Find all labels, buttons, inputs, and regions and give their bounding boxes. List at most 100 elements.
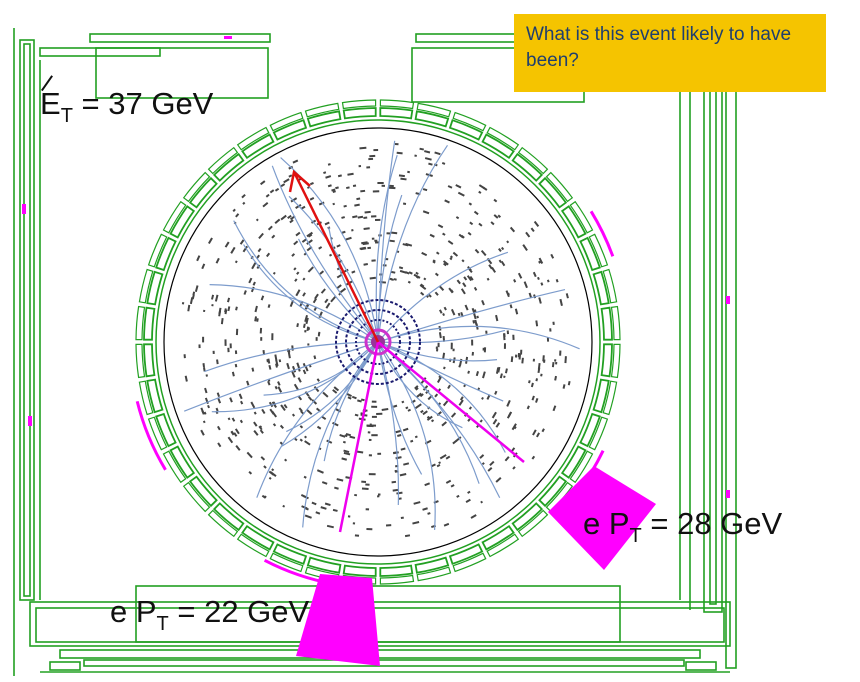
tracker-hit [299,438,303,442]
tracker-hit [371,415,377,418]
tracker-hit [207,237,213,244]
tracker-hit [455,184,462,189]
tracker-hit [410,439,414,443]
calo-segment [592,270,610,306]
tracker-hit [347,515,351,518]
tracker-hit [501,246,505,251]
tracker-hit [458,233,464,239]
tracker-hit [202,336,205,343]
tracker-hit [428,294,432,298]
tracker-hit [365,483,370,486]
calo-segment [236,533,270,558]
tracker-hit [278,359,282,363]
tracker-hit [253,411,257,415]
calo-segment [379,574,415,585]
tracker-hit [565,293,569,299]
tracker-hit [302,369,307,375]
tracker-hit [274,385,278,390]
tracker-hit [546,337,550,342]
tracker-hit [267,225,273,231]
tracker-hit [202,363,205,368]
calo-segment [560,205,587,239]
tracker-hit [400,177,407,181]
tracker-hit [424,150,431,154]
tracker-hit [450,289,454,294]
tracker-hit [506,240,510,244]
tracker-hit [493,198,498,203]
tracker-hit [304,365,309,372]
tracker-hit [235,306,238,311]
tracker-hit [403,462,410,466]
tracker-hit [363,216,368,219]
tracker-hit [258,232,264,240]
tracker-hit [371,400,377,403]
tracker-hit [291,371,296,378]
tracker-hit [495,367,500,374]
tracker-hit [402,243,409,247]
tracker-hit [415,271,419,275]
tracker-hit [336,244,341,248]
tracker-hit [295,203,302,209]
tracker-hit [392,488,399,492]
tracker-hit [430,463,436,468]
tracker-hit [229,397,233,403]
tracker-hit [540,282,544,286]
tracker-hit [459,396,464,401]
tracker-hit [472,320,476,324]
tracker-hit [405,242,413,247]
tracker-hit [402,427,409,432]
tracker-hit [260,337,263,341]
tracker-hit [369,154,376,158]
tracker-hit [407,408,412,412]
tracker-hit [215,257,220,264]
tracker-hit [478,190,482,194]
tracker-hit [272,271,276,275]
tracker-hit [260,295,265,301]
tracker-hit [365,508,370,511]
tracker-hit [450,412,457,418]
calo-segment [306,110,342,128]
calo-segment [481,133,515,160]
track [377,341,436,530]
tracker-hit [332,190,336,194]
tracker-hit [470,514,477,519]
tracker-hit [356,197,361,201]
tracker-hit [230,430,234,435]
tracker-hit [215,407,219,412]
tracker-hit [536,432,540,438]
tracker-hit [523,281,528,289]
tracker-hit [552,321,555,326]
tracker-hit [412,521,420,525]
tracker-hit [413,501,421,505]
tracker-hit [366,166,371,169]
tracker-hit [458,399,464,406]
tracker-hit [274,218,281,225]
tracker-hit [480,500,484,504]
tracker-hit [349,435,356,439]
tracker-hit [311,399,318,405]
tracker-hit [325,175,332,179]
tracker-hit [497,214,502,218]
electron-deposit-right [548,466,656,570]
calo-segment [147,416,168,451]
tracker-hit [347,396,352,400]
tracker-hit [388,184,394,188]
tracker-hit [503,375,506,379]
tracker-hit [327,184,332,188]
tracker-hit [371,215,377,218]
tracker-hit [398,174,405,178]
tracker-hit [330,296,337,303]
tracker-hit [369,276,376,280]
tracker-hit [263,495,267,499]
tracker-hit [274,354,278,361]
tracker-hit [434,393,439,398]
tracker-hit [495,422,501,428]
tracker-hit [424,482,431,487]
tracker-hit [473,210,479,216]
tracker-hit [257,247,262,253]
tracker-hit [341,457,348,461]
calo-segment [341,99,377,110]
tracker-hit [399,269,407,274]
tracker-hit [407,170,410,174]
